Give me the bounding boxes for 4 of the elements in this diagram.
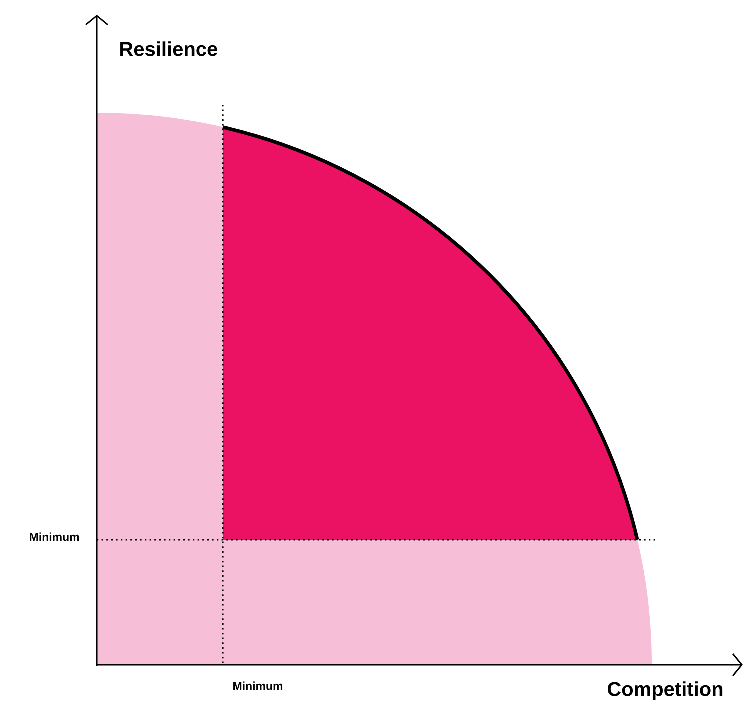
tick-label: Minimum bbox=[234, 682, 283, 690]
axis-label: Resilience bbox=[120, 42, 218, 56]
axis-label: Competition bbox=[608, 682, 723, 700]
tick-label: Minimum bbox=[30, 532, 80, 542]
